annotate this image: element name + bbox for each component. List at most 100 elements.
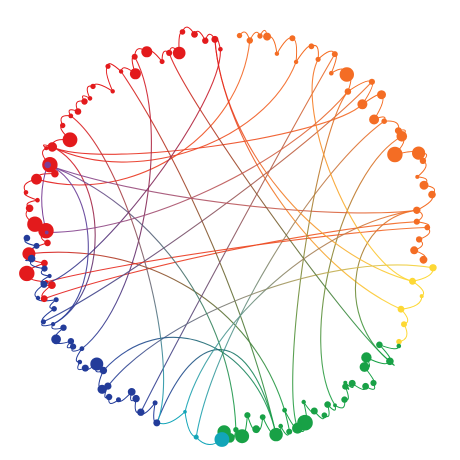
network-node (359, 362, 370, 372)
network-node (292, 422, 303, 434)
network-node (172, 46, 186, 60)
network-node (90, 83, 96, 90)
network-node (315, 56, 321, 62)
cross-link (292, 91, 349, 429)
network-node (419, 157, 427, 164)
network-node (90, 357, 104, 371)
network-node (236, 32, 243, 39)
network-node (51, 169, 59, 178)
network-node (419, 294, 424, 299)
network-node (153, 419, 161, 427)
network-node (293, 59, 299, 65)
network-node (152, 400, 158, 406)
cross-link (43, 49, 221, 285)
network-node (70, 343, 77, 350)
cross-link (184, 209, 417, 412)
network-node (282, 407, 287, 413)
network-node (331, 51, 338, 58)
local-link (284, 410, 290, 433)
network-node (44, 239, 51, 247)
network-node (62, 132, 78, 148)
network-node (413, 206, 421, 214)
network-node (40, 280, 48, 288)
network-node (141, 46, 153, 58)
network-node (40, 295, 48, 303)
network-node (377, 90, 386, 100)
network-node (324, 401, 331, 408)
network-node (361, 352, 372, 363)
network-node (396, 343, 402, 349)
network-node (286, 428, 293, 435)
network-node (211, 35, 219, 43)
network-node (424, 224, 431, 231)
network-node (396, 338, 402, 345)
network-node (344, 88, 352, 95)
network-node (193, 434, 199, 440)
network-node (33, 242, 40, 249)
cross-link (46, 91, 349, 234)
network-node (23, 234, 31, 242)
cross-link (47, 164, 89, 325)
network-node (397, 305, 405, 313)
network-node (35, 295, 41, 301)
network-node (129, 68, 141, 80)
network-node (387, 359, 391, 364)
network-node (159, 59, 165, 65)
cross-link (81, 56, 152, 350)
cross-link (43, 81, 373, 323)
cross-links (28, 39, 434, 438)
network-node (274, 51, 280, 56)
network-node (105, 393, 113, 401)
network-node (51, 306, 57, 312)
network-node (333, 403, 337, 408)
network-node (99, 366, 108, 375)
cross-link (120, 71, 277, 435)
network-node (40, 319, 47, 325)
network-node (410, 246, 419, 255)
network-node (244, 412, 251, 419)
network-node (127, 388, 136, 396)
network-node (51, 334, 61, 345)
network-node (289, 35, 296, 42)
network-node (51, 322, 56, 327)
network-node (342, 383, 349, 390)
network-node (339, 67, 354, 82)
network-node (263, 32, 272, 41)
local-link (295, 45, 312, 63)
cross-link (47, 164, 417, 214)
cross-link (52, 103, 363, 155)
network-node (321, 412, 328, 419)
local-link (157, 411, 186, 425)
local-link (292, 37, 298, 62)
network-node (235, 429, 250, 444)
cross-link (52, 146, 96, 325)
network-node (31, 173, 42, 185)
network-node (370, 379, 377, 387)
network-node (368, 78, 375, 85)
network-node (301, 399, 306, 405)
nodes (19, 29, 437, 447)
local-link (184, 411, 197, 438)
network-node (44, 146, 49, 151)
network-node (67, 338, 75, 345)
network-node (116, 397, 121, 403)
cross-link (46, 226, 428, 283)
network-node (38, 223, 54, 239)
network-node (41, 259, 48, 267)
network-node (48, 281, 56, 289)
cross-link (214, 39, 413, 282)
cross-link (102, 336, 277, 435)
network-node (47, 142, 58, 152)
network-node (35, 197, 40, 203)
network-node (53, 297, 59, 303)
network-node (44, 161, 51, 169)
network-node (183, 410, 187, 414)
network-node (60, 324, 67, 331)
network-node (202, 37, 209, 44)
local-link (41, 164, 49, 233)
network-node (252, 425, 261, 434)
network-node (97, 384, 107, 394)
network-node (81, 364, 89, 372)
